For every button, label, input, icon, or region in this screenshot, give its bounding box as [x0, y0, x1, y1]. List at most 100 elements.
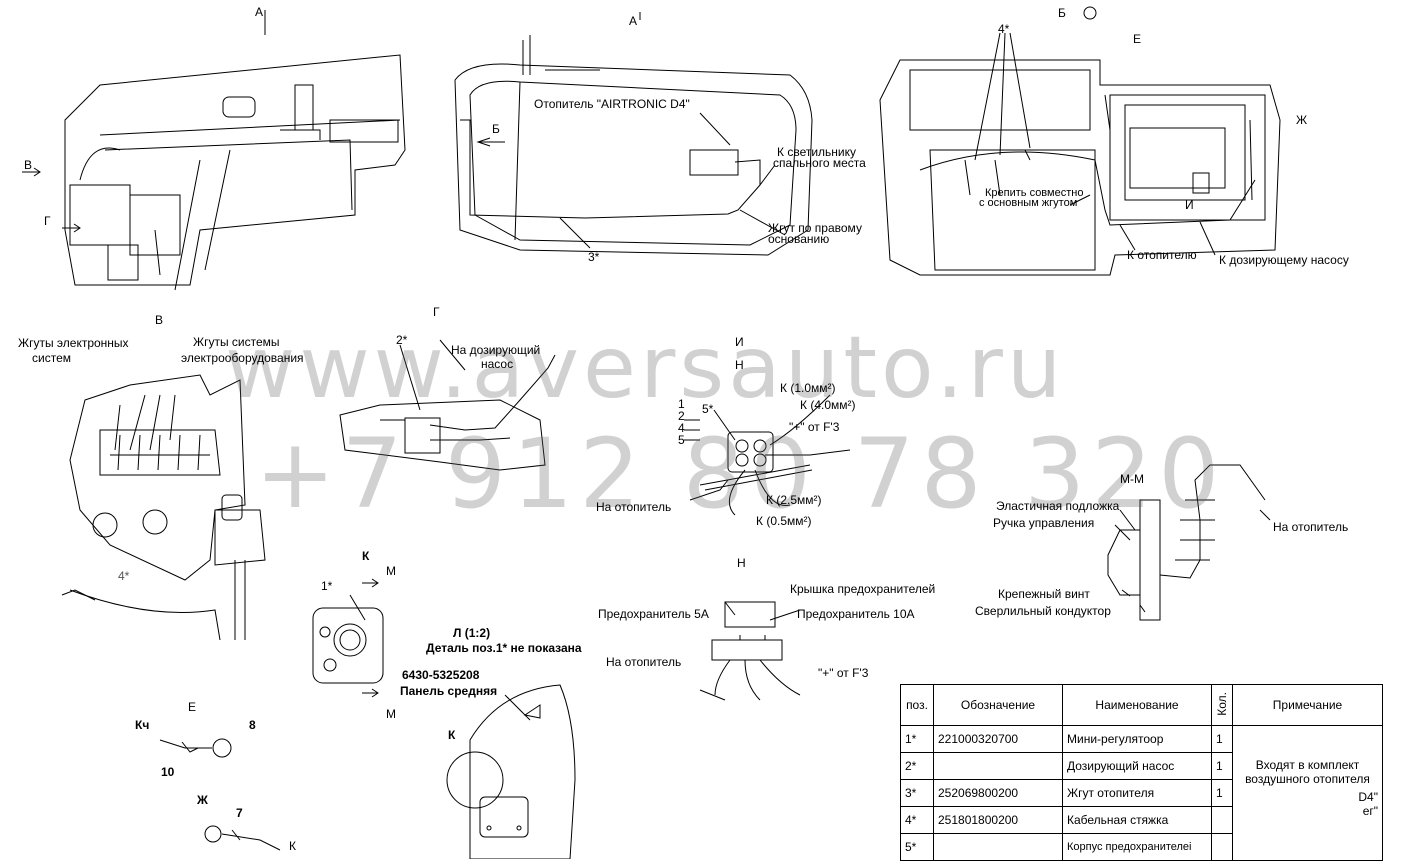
spec-header-code: Обозначение — [933, 684, 1063, 726]
spec-row-name: Корпус предохранителеі — [1062, 833, 1212, 861]
label-k-0-5: К (0.5мм²) — [756, 514, 812, 528]
arrow-zh-label: Ж — [1296, 113, 1308, 127]
view-mm-handle — [1107, 464, 1271, 621]
label-to-light-1: К светильнику — [777, 145, 857, 159]
label-n2: 2 — [678, 409, 685, 423]
spec-table: поз. Обозначение Наименование Кол. Приме… — [900, 684, 1383, 861]
label-fuse-5a: Предохранитель 5А — [598, 607, 709, 621]
spec-note-cell: Входят в комплект воздушного отопителя D… — [1232, 725, 1383, 861]
view-v-title: В — [155, 313, 164, 327]
arrow-e-label: Е — [1133, 32, 1142, 46]
label-to-heater-i: На отопитель — [596, 500, 672, 514]
view-l-note: Деталь поз.1* не показана — [426, 641, 582, 655]
view-e-title: Е — [188, 700, 197, 714]
view-a-arrow-label: А — [255, 5, 264, 19]
label-plus-f3-n: "+" от F'3 — [818, 666, 869, 680]
label-k-2-5: К (2.5мм²) — [766, 493, 822, 507]
label-pos4-b: 4* — [998, 22, 1010, 36]
label-elastic-pad: Эластичная подложка — [996, 499, 1120, 513]
spec-row: 2* Дозирующий насос 1 — [900, 752, 1383, 780]
label-dosing-pump-1: На дозирующий — [451, 343, 541, 357]
label-kch: Кч — [135, 718, 150, 732]
label-n5: 5 — [678, 433, 685, 447]
view-n-title: Н — [737, 556, 746, 570]
arrow-m-top-label: М — [386, 564, 396, 578]
label-k-1-0: К (1.0мм²) — [780, 381, 836, 395]
label-fix-together-1: Крепить совместно — [985, 187, 1084, 199]
label-panel-mid: Панель средняя — [400, 684, 498, 698]
label-pos1: 1* — [321, 579, 333, 593]
spec-row-pos: 4* — [900, 806, 934, 834]
view-zh-title: Ж — [197, 793, 208, 807]
spec-header-note: Примечание — [1232, 684, 1383, 726]
label-to-heater-n: На отопитель — [606, 655, 682, 669]
spec-row-pos: 5* — [900, 833, 934, 861]
label-to-heater-b: К отопителю — [1127, 248, 1197, 262]
label-heater-airtronic: Отопитель "AIRTRONIC D4" — [534, 97, 690, 111]
spec-header-pos: поз. — [900, 684, 934, 726]
label-n7: 7 — [236, 806, 243, 820]
label-fix-together-2: с основным жгутом — [979, 197, 1078, 209]
view-a-cab — [454, 12, 813, 256]
spec-row-pos: 1* — [900, 725, 934, 753]
spec-row-name: Жгут отопителя — [1062, 779, 1212, 807]
view-l-panel — [446, 684, 576, 859]
view-mm-title: М-М — [1120, 472, 1144, 486]
label-el-equipment-1: Жгуты системы — [193, 335, 280, 349]
spec-row: 1* 221000320700 Мини-регулятоор 1 Входят… — [900, 725, 1383, 861]
arrow-g-label: Г — [44, 214, 51, 228]
label-k-cut: К — [289, 839, 296, 853]
spec-row-pos: 3* — [900, 779, 934, 807]
label-n8: 8 — [249, 718, 256, 732]
label-plus-f3-i: "+" от F'3 — [789, 420, 840, 434]
label-el-systems-2: систем — [32, 351, 71, 365]
spec-header-name: Наименование — [1062, 684, 1212, 726]
spec-row-qty — [1211, 806, 1233, 834]
view-g-title: Г — [433, 305, 440, 319]
view-g-pump — [339, 339, 556, 471]
label-el-systems-1: Жгуты электронных — [18, 336, 129, 350]
view-v-harness — [61, 374, 266, 641]
arrow-b-label: Б — [492, 122, 500, 136]
label-control-knob: Ручка управления — [993, 516, 1095, 530]
spec-row-code: 221000320700 — [933, 725, 1063, 753]
arrow-k-detail-label: К — [448, 728, 456, 742]
spec-row-code — [933, 833, 1063, 861]
label-k-4-0: К (4.0мм²) — [800, 398, 856, 412]
label-drill-jig: Сверлильный кондуктор — [975, 604, 1111, 618]
spec-row-qty: 1 — [1211, 752, 1233, 780]
label-pos3: 3* — [588, 250, 600, 264]
label-pos2: 2* — [396, 333, 408, 347]
view-e-lug — [159, 738, 232, 758]
view-i-title: И — [735, 335, 744, 349]
spec-row: 3* 252069800200 Жгут отопителя 1 — [900, 779, 1383, 807]
label-to-heater-mm: На отопитель — [1273, 520, 1349, 534]
arrow-i-label: И — [1185, 198, 1194, 212]
spec-row-qty — [1211, 833, 1233, 861]
label-fuse-cover: Крышка предохранителей — [790, 582, 936, 596]
spec-row-pos: 2* — [900, 752, 934, 780]
view-a-title: А — [629, 14, 638, 28]
view-i-fuse — [684, 394, 851, 516]
label-n10: 10 — [161, 765, 175, 779]
view-k-regulator — [312, 578, 384, 698]
spec-row-name: Дозирующий насос — [1062, 752, 1212, 780]
spec-row-code: 251801800200 — [933, 806, 1063, 834]
spec-note-tail-1: D4" — [1358, 790, 1378, 804]
spec-row-qty: 1 — [1211, 725, 1233, 753]
spec-row-code: 252069800200 — [933, 779, 1063, 807]
label-dosing-pump-2: насос — [481, 357, 514, 371]
spec-header-qty-text: Кол. — [1215, 691, 1229, 716]
label-pos4-v: 4* — [118, 569, 130, 583]
arrow-m-bottom-label: М — [386, 707, 396, 721]
view-n-fuse-holder — [699, 601, 801, 701]
label-fuse-10a: Предохранитель 10А — [797, 607, 915, 621]
spec-header-row: поз. Обозначение Наименование Кол. Приме… — [900, 684, 1383, 726]
label-harness-right-2: основанию — [768, 232, 830, 246]
spec-row-qty: 1 — [1211, 779, 1233, 807]
label-n4: 4 — [678, 421, 685, 435]
spec-row-code — [933, 752, 1063, 780]
label-pos5: 5* — [702, 402, 714, 416]
spec-header-qty: Кол. — [1211, 684, 1233, 726]
